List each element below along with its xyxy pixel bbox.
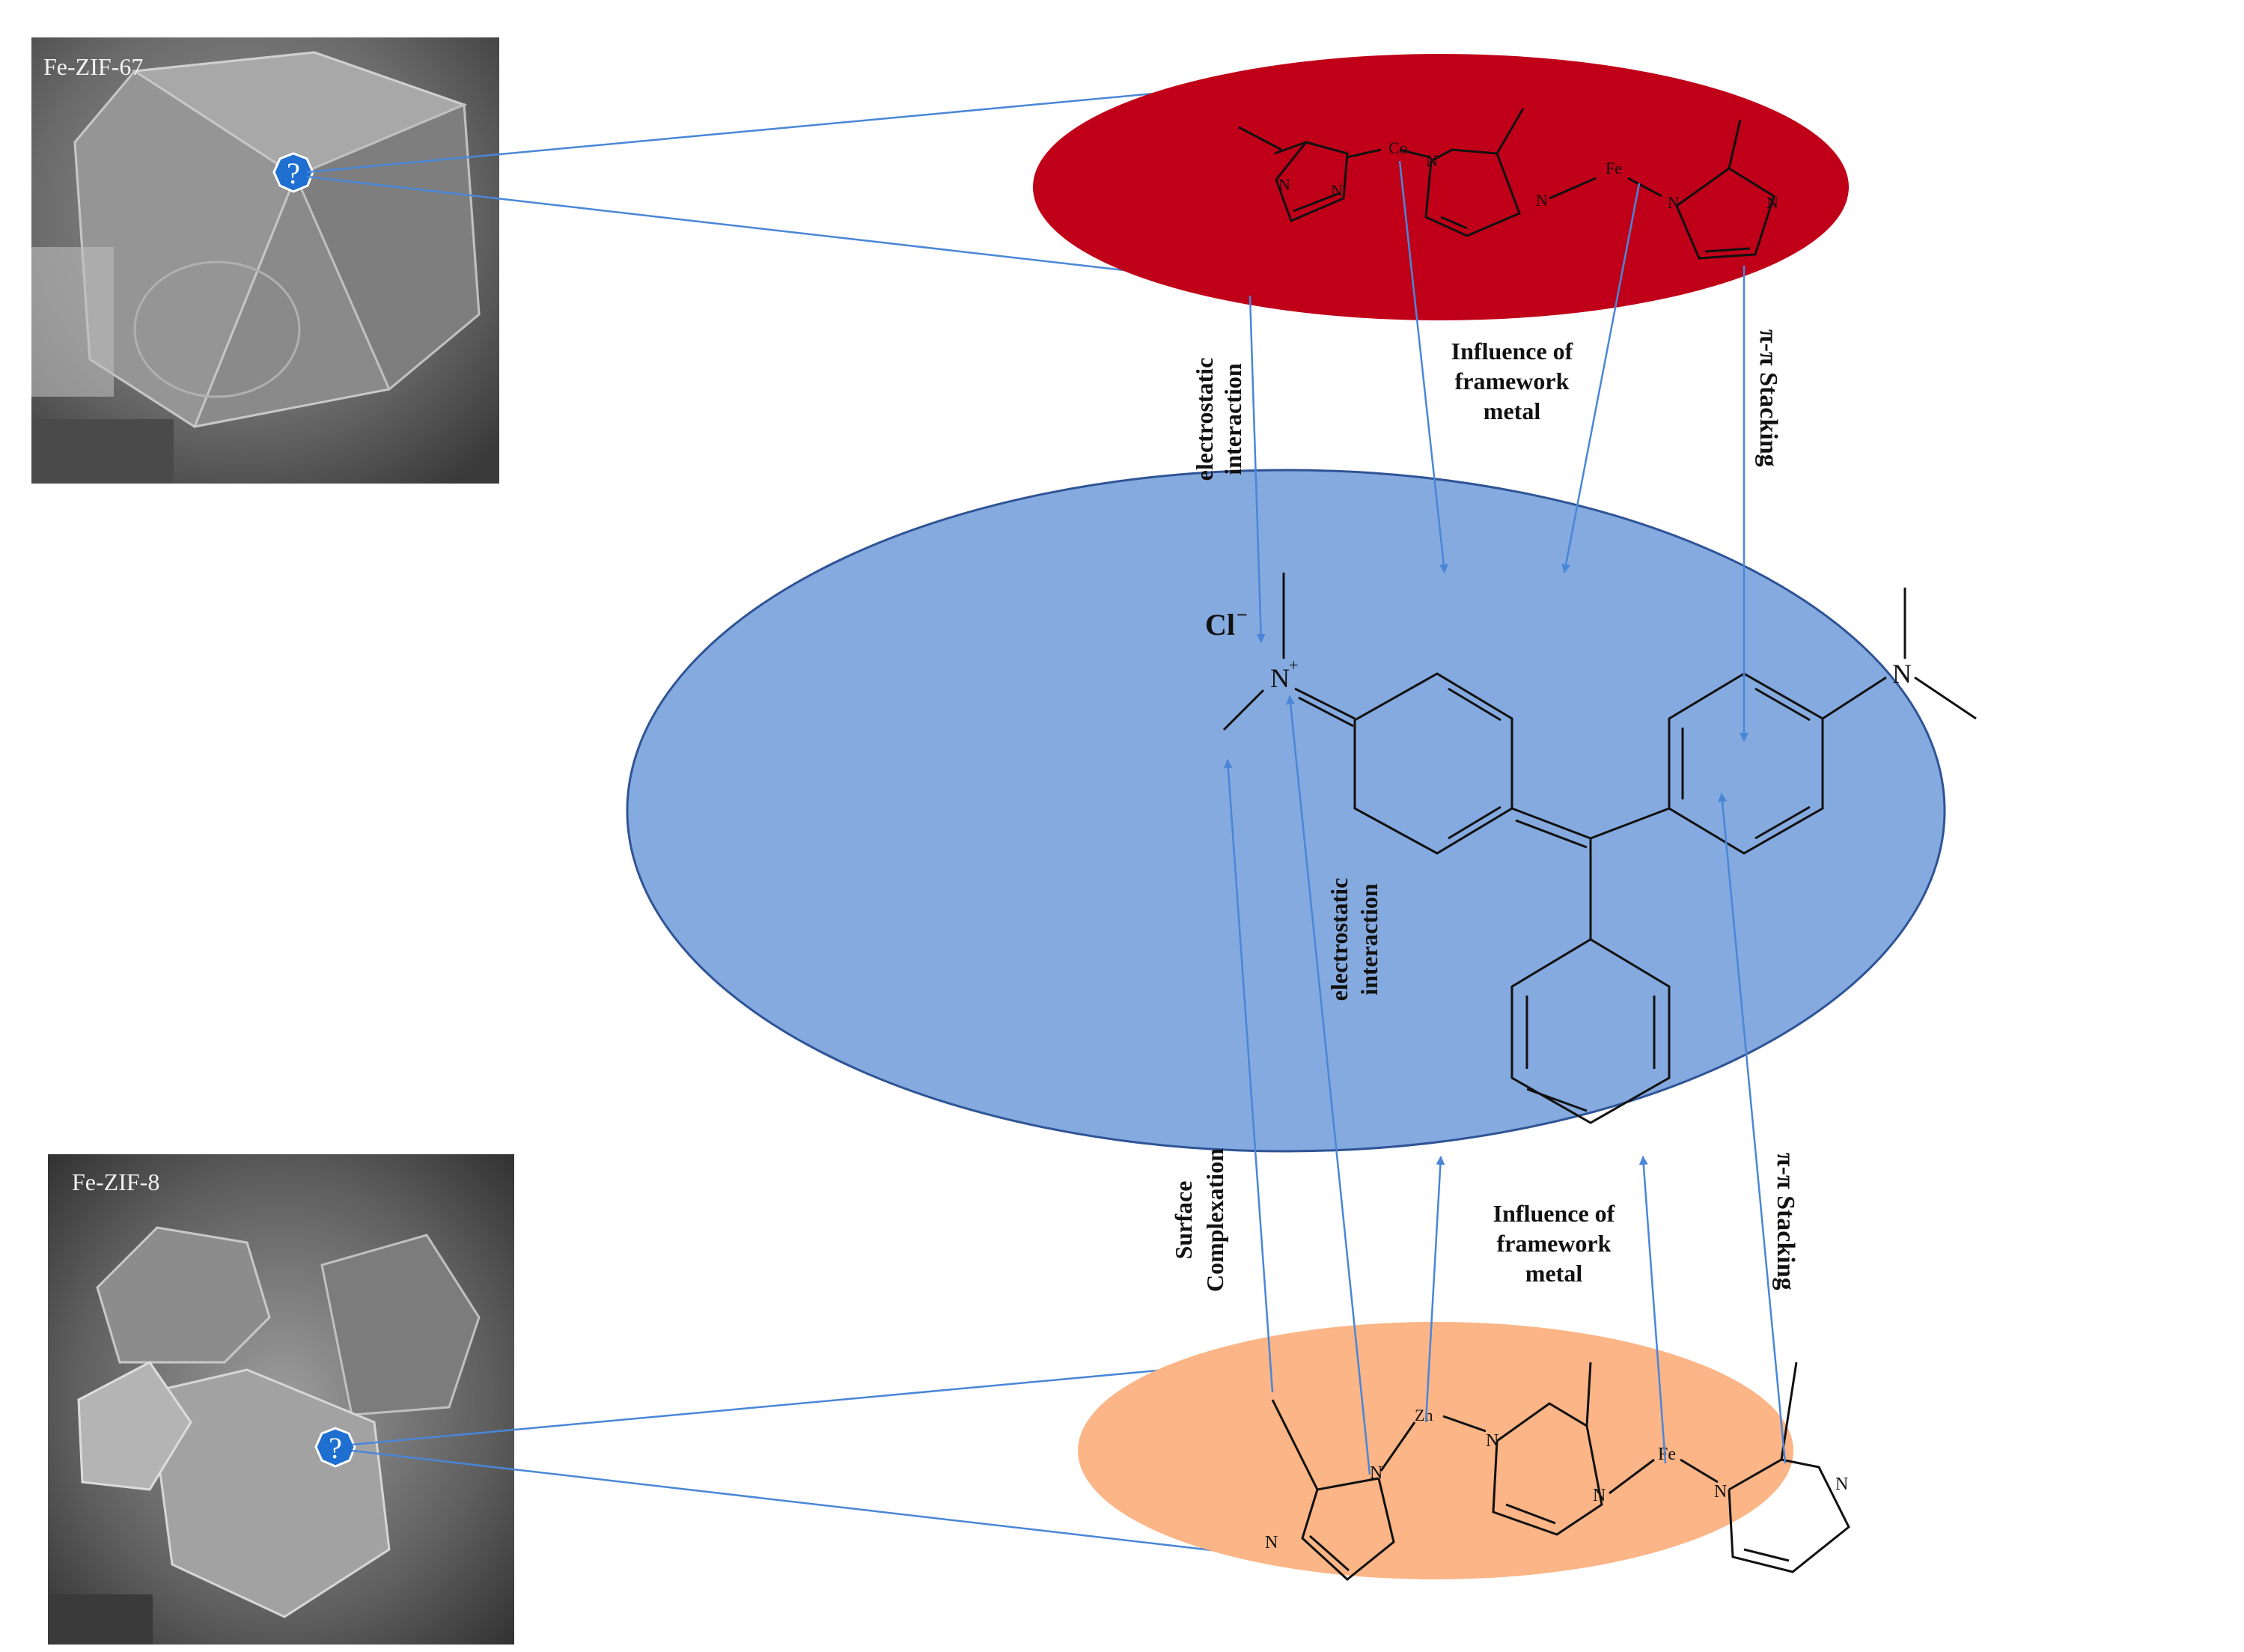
svg-text:metal: metal xyxy=(1525,1260,1583,1287)
svg-text:Influence of: Influence of xyxy=(1451,338,1573,365)
svg-text:N: N xyxy=(1426,151,1438,170)
label-bottom-pi-stacking: π-π Stacking xyxy=(1772,1153,1799,1290)
sem-label-fe-zif-67: Fe-ZIF-67 xyxy=(43,53,143,80)
callout-lines xyxy=(306,64,1453,1562)
svg-text:?: ? xyxy=(287,156,300,190)
top-framework-atoms: Co N N N N Fe N N xyxy=(1278,138,1778,212)
dye-ellipse xyxy=(626,469,1946,1153)
svg-text:?: ? xyxy=(329,1431,342,1465)
svg-text:Surface: Surface xyxy=(1170,1181,1197,1260)
svg-text:N: N xyxy=(1278,175,1290,194)
dye-atoms: Cl − N + N xyxy=(1205,604,1912,693)
sem-image-fe-zif-67: Fe-ZIF-67 ? xyxy=(31,37,499,484)
svg-text:Zn: Zn xyxy=(1415,1406,1433,1424)
counter-ion: Cl xyxy=(1205,608,1235,641)
svg-text:N: N xyxy=(1766,193,1778,212)
amine-nitrogen: N xyxy=(1892,659,1912,689)
svg-text:N: N xyxy=(1835,1475,1848,1494)
svg-text:interaction: interaction xyxy=(1356,883,1382,996)
label-top-pi-stacking: π-π Stacking xyxy=(1754,329,1782,467)
svg-text:Fe: Fe xyxy=(1658,1445,1676,1464)
svg-text:π-π Stacking: π-π Stacking xyxy=(1754,329,1782,467)
svg-text:N: N xyxy=(1486,1431,1498,1451)
bottom-framework-structure xyxy=(1271,1362,1850,1581)
svg-text:N: N xyxy=(1668,193,1680,212)
label-top-framework-metal: Influence of framework metal xyxy=(1451,338,1573,424)
svg-text:N: N xyxy=(1593,1486,1606,1505)
svg-text:metal: metal xyxy=(1484,397,1541,424)
svg-text:Co: Co xyxy=(1388,138,1408,157)
sem-label-fe-zif-8: Fe-ZIF-8 xyxy=(72,1168,159,1195)
svg-text:π-π Stacking: π-π Stacking xyxy=(1772,1153,1799,1290)
question-marker-icon: ? xyxy=(314,1427,356,1468)
svg-text:N: N xyxy=(1331,181,1343,200)
interaction-arrows xyxy=(1223,160,1787,1475)
top-framework-structure xyxy=(1238,108,1775,260)
svg-text:N: N xyxy=(1265,1533,1278,1552)
svg-text:electrostatic: electrostatic xyxy=(1326,878,1353,1002)
svg-text:N: N xyxy=(1370,1463,1382,1483)
question-marker-icon: ? xyxy=(272,152,314,193)
bottom-framework-ellipse xyxy=(1078,1322,1793,1579)
svg-text:Complexation: Complexation xyxy=(1201,1148,1228,1292)
label-bottom-framework-metal: Influence of framework metal xyxy=(1493,1200,1615,1287)
label-top-electrostatic: electrostatic interaction xyxy=(1191,358,1246,481)
svg-text:Fe: Fe xyxy=(1606,159,1622,177)
top-framework-ellipse xyxy=(1033,54,1849,320)
svg-text:N: N xyxy=(1714,1482,1727,1502)
bottom-framework-atoms: Zn N N N N Fe N N xyxy=(1265,1406,1848,1552)
svg-text:framework: framework xyxy=(1497,1230,1612,1257)
svg-text:−: − xyxy=(1237,604,1248,626)
svg-text:framework: framework xyxy=(1455,368,1570,394)
svg-text:electrostatic: electrostatic xyxy=(1191,358,1218,481)
sem-image-fe-zif-8: Fe-ZIF-8 ? xyxy=(48,1154,514,1645)
label-bottom-surface-complexation: Surface Complexation xyxy=(1170,1148,1228,1292)
svg-text:Influence of: Influence of xyxy=(1493,1200,1615,1227)
cation-nitrogen: N xyxy=(1270,663,1290,693)
svg-text:+: + xyxy=(1289,656,1298,674)
label-bottom-electrostatic: electrostatic interaction xyxy=(1326,878,1382,1002)
svg-text:N: N xyxy=(1536,191,1548,210)
svg-text:interaction: interaction xyxy=(1219,363,1246,475)
